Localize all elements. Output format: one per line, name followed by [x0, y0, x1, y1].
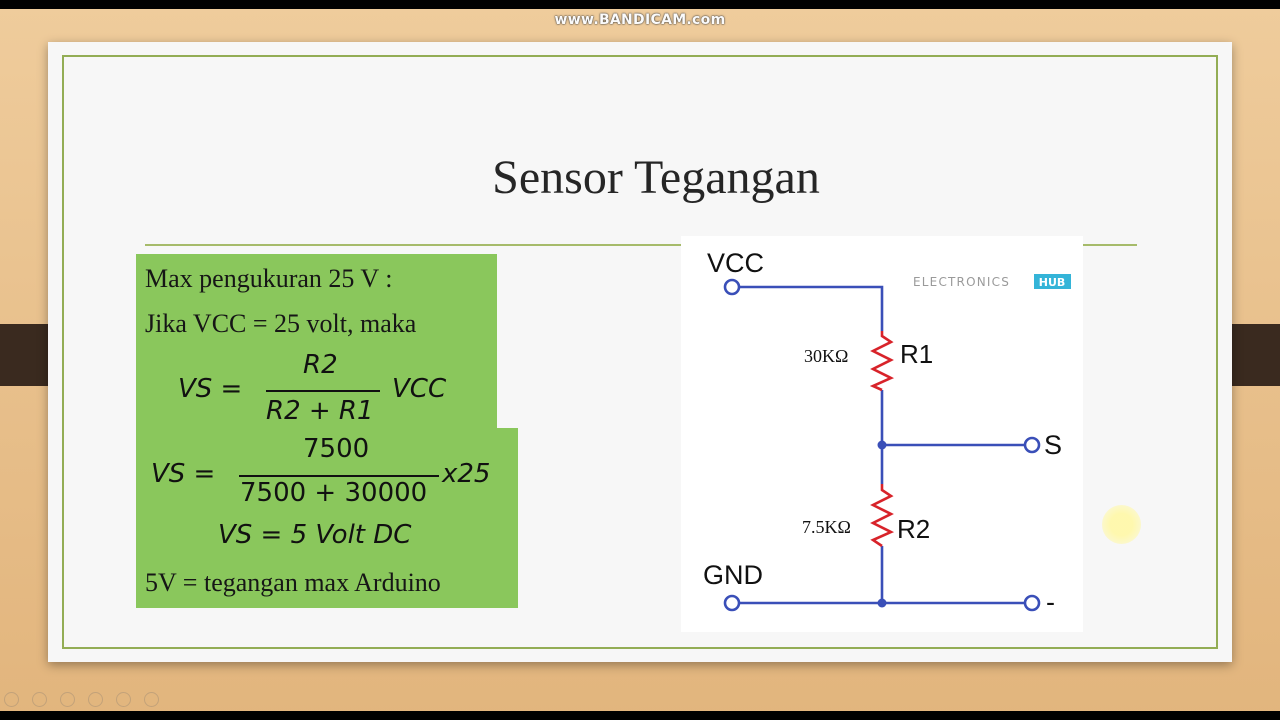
- voltage-divider-diagram: VCC GND S - R1 R2 30KΩ 7.5KΩ ELECTRONICS…: [681, 236, 1083, 632]
- eq2-fraction-bar: [239, 475, 439, 477]
- eq2-denominator: 7500 + 30000: [240, 478, 428, 508]
- gnd-label: GND: [703, 560, 763, 590]
- grid-icon[interactable]: [88, 692, 103, 707]
- eq1-lhs: VS =: [178, 374, 243, 404]
- eq1-denominator: R2 + R1: [266, 396, 374, 426]
- circuit-svg: VCC GND S - R1 R2 30KΩ 7.5KΩ ELECTRONICS…: [703, 248, 1071, 617]
- r2-value: 7.5KΩ: [802, 517, 851, 537]
- junction-s: [877, 440, 887, 450]
- presentation-controls: [4, 692, 168, 712]
- text-highlight-top: [136, 254, 497, 430]
- next-slide-icon[interactable]: [32, 692, 47, 707]
- bottom-letterbox: [0, 711, 1280, 720]
- eq1-numerator: R2: [303, 350, 338, 380]
- title-divider: [145, 244, 1137, 246]
- condition-text: Jika VCC = 25 volt, maka: [145, 309, 417, 338]
- resistor-r1: [869, 331, 895, 392]
- minus-label: -: [1046, 587, 1055, 617]
- eq1-rhs: VCC: [392, 374, 447, 404]
- r2-label: R2: [897, 514, 930, 544]
- more-icon[interactable]: [144, 692, 159, 707]
- vcc-terminal: [723, 278, 741, 296]
- cursor-highlight: [1102, 505, 1141, 544]
- slide-title: Sensor Tegangan: [492, 151, 820, 204]
- eq2-lhs: VS =: [151, 459, 216, 489]
- logo-badge-bg: [1034, 274, 1071, 289]
- zoom-icon[interactable]: [116, 692, 131, 707]
- s-label: S: [1044, 430, 1062, 460]
- eq2-rhs: x25: [442, 459, 491, 489]
- vcc-wire: [739, 285, 884, 331]
- prev-slide-icon[interactable]: [4, 692, 19, 707]
- gnd-wire: [739, 546, 1025, 605]
- logo-badge-text: HUB: [1039, 276, 1066, 289]
- gnd-terminal: [723, 594, 741, 612]
- eq3-result: VS = 5 Volt DC: [218, 520, 412, 550]
- r1-value: 30KΩ: [804, 346, 848, 366]
- r1-label: R1: [900, 339, 933, 369]
- eq1-fraction-bar: [266, 390, 380, 392]
- junction-gnd: [877, 598, 887, 608]
- max-measurement-text: Max pengukuran 25 V :: [145, 264, 393, 293]
- recording-watermark: www.BANDICAM.com: [554, 12, 726, 28]
- eq2-numerator: 7500: [303, 434, 370, 464]
- text-highlight-bottom: [136, 428, 518, 608]
- logo-text: ELECTRONICS: [913, 275, 1010, 289]
- minus-terminal: [1023, 594, 1041, 612]
- pen-icon[interactable]: [60, 692, 75, 707]
- signal-terminal: [1023, 436, 1041, 454]
- top-letterbox: [0, 0, 1280, 9]
- vcc-label: VCC: [707, 248, 764, 278]
- slide-frame: [62, 55, 1218, 649]
- resistors: [869, 331, 895, 548]
- resistor-r2: [870, 484, 895, 548]
- arduino-limit-text: 5V = tegangan max Arduino: [145, 568, 441, 597]
